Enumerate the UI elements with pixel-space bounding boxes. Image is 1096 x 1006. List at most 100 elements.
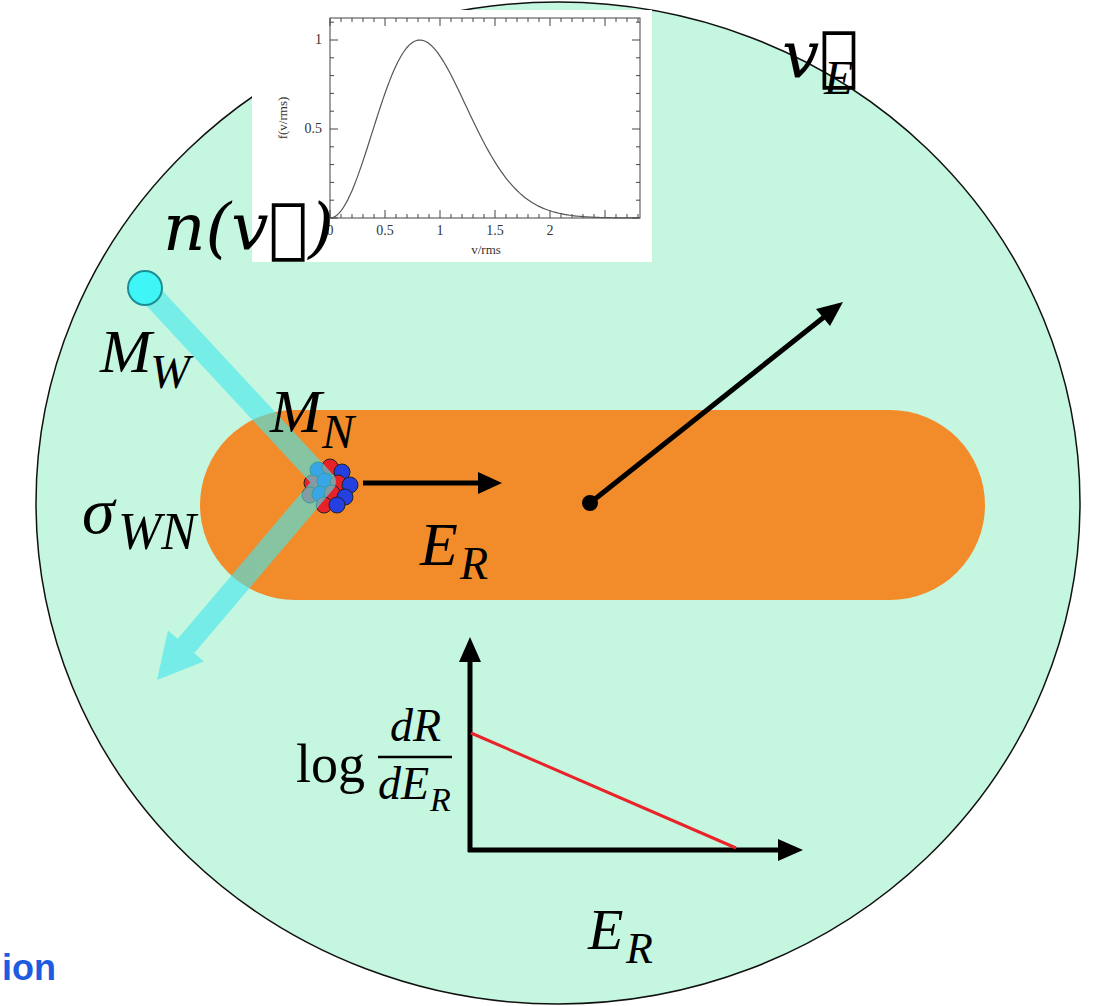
y-axis xyxy=(468,660,473,852)
plot-tick xyxy=(407,18,408,22)
plot-tick xyxy=(407,214,408,218)
plot-tick xyxy=(605,18,606,26)
fraction-numerator: dR xyxy=(390,703,441,749)
maxwell-curve xyxy=(330,40,638,218)
plot-tick xyxy=(495,210,496,218)
energy-symbol: E xyxy=(588,901,623,959)
rate-line xyxy=(471,733,736,848)
plot-tick xyxy=(330,75,334,76)
plot-tick xyxy=(429,214,430,218)
subscript: N xyxy=(322,408,354,456)
fraction-numerator: dR xyxy=(390,703,441,749)
subscript: W xyxy=(150,348,190,396)
y-tick-label: 1 xyxy=(315,33,322,47)
axis-head xyxy=(459,637,481,662)
axis-head xyxy=(778,839,803,861)
fraction-bar xyxy=(378,756,452,759)
x-tick-label: 1.5 xyxy=(486,224,504,238)
mass-symbol: M xyxy=(100,320,152,382)
plot-tick xyxy=(341,18,342,22)
plot-tick xyxy=(363,18,364,22)
wimp-path xyxy=(145,288,325,646)
energy-symbol: E xyxy=(420,513,458,575)
plot-tick xyxy=(517,18,518,22)
x-tick-label: 0.5 xyxy=(376,224,394,238)
plot-tick xyxy=(484,18,485,22)
plot-tick xyxy=(330,22,334,23)
plot-tick xyxy=(363,214,364,218)
x-tick-label: 1 xyxy=(437,224,444,238)
plot-tick xyxy=(636,22,640,23)
wimp-particle xyxy=(128,271,162,305)
plot-tick xyxy=(636,93,640,94)
earth-velocity-arrow xyxy=(582,302,843,511)
x-tick-label: 1 xyxy=(437,224,444,238)
plot-tick xyxy=(330,146,334,147)
mass-symbol: M xyxy=(270,380,322,442)
plot-tick xyxy=(528,18,529,22)
clipped-caption: ion xyxy=(2,950,56,986)
distribution-symbol: n(v⃗) xyxy=(163,195,334,261)
plot-tick xyxy=(638,18,639,22)
spectrum-sketch xyxy=(378,637,803,861)
subscript: R xyxy=(626,927,653,971)
plot-tick xyxy=(550,18,551,26)
plot-tick xyxy=(583,18,584,22)
plot-tick xyxy=(330,40,338,41)
plot-tick xyxy=(506,18,507,22)
plot-tick xyxy=(330,93,334,94)
plot-tick xyxy=(561,18,562,22)
plot-tick xyxy=(352,18,353,22)
plot-tick xyxy=(594,18,595,22)
plot-tick xyxy=(636,146,640,147)
axis-title: f(v/rms) xyxy=(276,97,289,140)
mass-symbol: M xyxy=(270,380,322,442)
distribution-symbol: n(v⃗) xyxy=(163,195,334,261)
arrow-shaft xyxy=(363,481,480,486)
plot-tick xyxy=(451,18,452,22)
wimp-arrowhead xyxy=(157,631,204,681)
plot-tick xyxy=(330,182,334,183)
subscript: N xyxy=(322,408,354,456)
log-symbol: log xyxy=(296,737,365,791)
plot-tick xyxy=(374,18,375,22)
plot-tick xyxy=(462,214,463,218)
plot-tick xyxy=(462,18,463,22)
plot-tick xyxy=(385,18,386,26)
plot-tick xyxy=(440,210,441,218)
halo-region xyxy=(36,2,1080,1004)
plot-tick xyxy=(627,18,628,22)
plot-tick xyxy=(440,18,441,26)
x-tick-label: 0.5 xyxy=(376,224,394,238)
plot-tick xyxy=(605,210,606,218)
energy-symbol: E xyxy=(588,901,623,959)
x-tick-label: 1.5 xyxy=(486,224,504,238)
subscript: R xyxy=(430,783,451,817)
plot-tick xyxy=(330,111,334,112)
plot-tick xyxy=(632,40,640,41)
x-tick-label: 2 xyxy=(547,224,554,238)
cross-section-symbol: σ xyxy=(82,478,115,544)
plot-tick xyxy=(330,57,334,58)
plot-tick xyxy=(636,57,640,58)
subscript: R xyxy=(430,783,451,817)
plot-tick xyxy=(495,18,496,26)
plot-tick xyxy=(528,214,529,218)
fraction-denominator: dE xyxy=(378,761,429,807)
y-tick-label: 0.5 xyxy=(305,122,323,136)
plot-tick xyxy=(539,18,540,22)
wimp-track xyxy=(145,288,325,680)
plot-tick xyxy=(636,75,640,76)
y-tick-label: 1 xyxy=(315,33,322,47)
subscript: W xyxy=(150,348,190,396)
arrow-head xyxy=(478,472,502,494)
plot-tick xyxy=(473,18,474,22)
plot-tick xyxy=(636,200,640,201)
plot-tick xyxy=(330,129,338,130)
plot-tick xyxy=(506,214,507,218)
plot-tick xyxy=(418,18,419,22)
mass-symbol: M xyxy=(100,320,152,382)
plot-tick xyxy=(517,214,518,218)
